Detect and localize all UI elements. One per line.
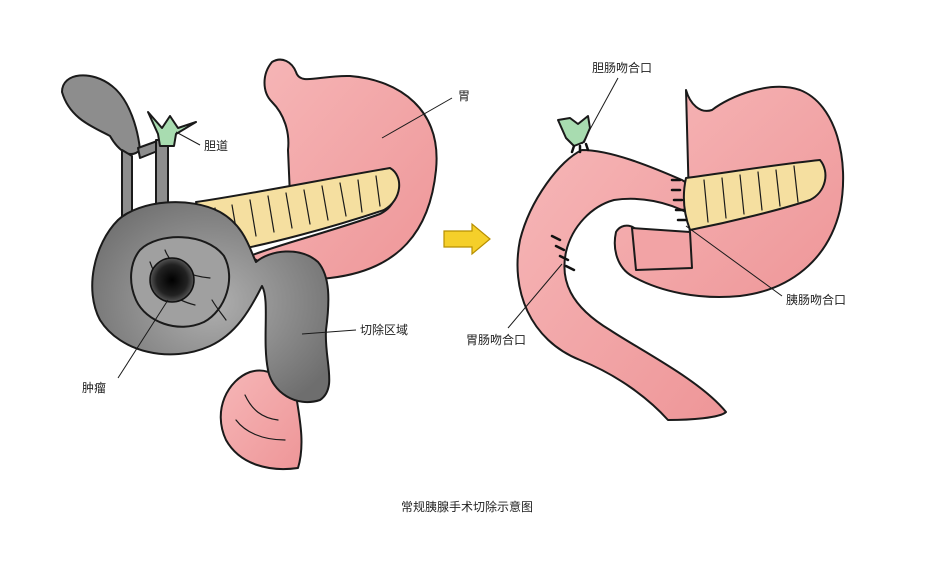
label-stomach: 胃 (458, 89, 470, 103)
suture-biliary (570, 142, 590, 154)
label-biliary-anastomosis: 胆肠吻合口 (592, 60, 652, 75)
left-anatomy: 胃 胆道 切除区域 肿瘤 (61, 58, 470, 471)
suture-pancreatic (670, 178, 688, 222)
label-bile-duct: 胆道 (204, 139, 228, 153)
left-gallbladder (61, 74, 141, 155)
right-bile-duct-green (557, 115, 591, 147)
left-stomach (249, 58, 438, 280)
label-pancreatic-anastomosis: 胰肠吻合口 (786, 292, 846, 307)
right-pancreas (682, 159, 827, 231)
label-resection-area: 切除区域 (360, 322, 408, 337)
suture-gastric (550, 234, 576, 272)
label-tumor: 肿瘤 (82, 380, 106, 395)
diagram-caption: 常规胰腺手术切除示意图 (401, 499, 533, 514)
left-bile-duct-green (147, 111, 197, 147)
left-tumor (149, 257, 195, 303)
right-arrow-icon (443, 222, 491, 256)
right-anatomy: 胆肠吻合口 胰肠吻合口 胃肠吻合口 (466, 60, 846, 421)
label-gastric-anastomosis: 胃肠吻合口 (466, 332, 526, 347)
left-small-intestine (219, 369, 303, 471)
